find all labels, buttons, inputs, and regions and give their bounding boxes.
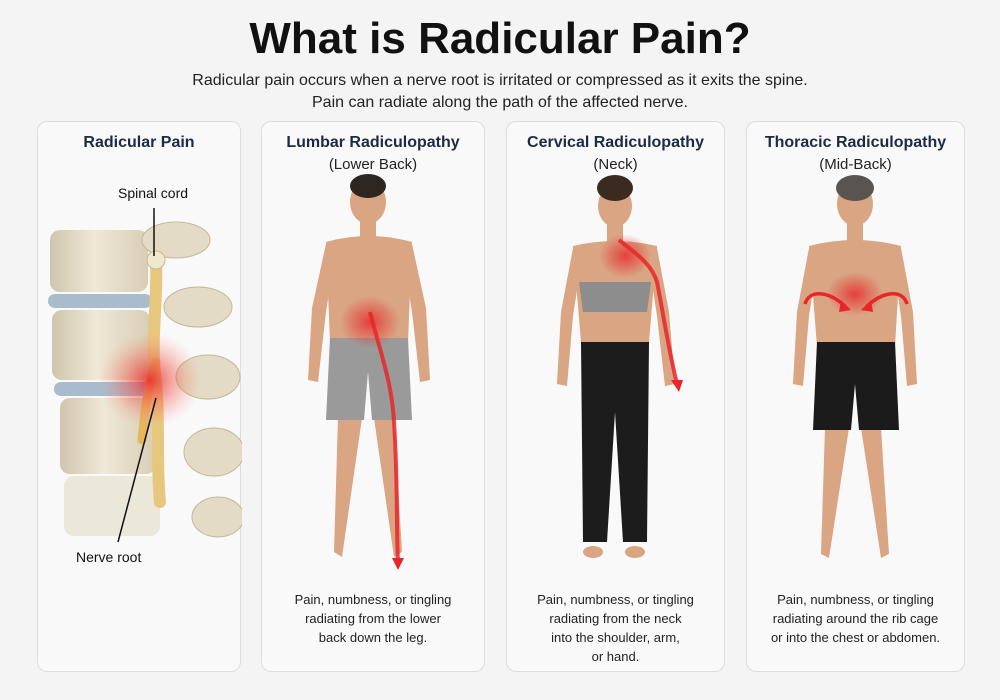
description-line: or hand. bbox=[591, 649, 640, 664]
pain-path bbox=[368, 311, 400, 563]
panel-description: Pain, numbness, or tingling radiating fr… bbox=[507, 590, 724, 666]
panel-title: Radicular Pain bbox=[83, 134, 195, 151]
panel-title: Cervical Radiculopathy bbox=[527, 134, 704, 151]
panel-subtitle: (Neck) bbox=[593, 156, 638, 173]
panel-description: Pain, numbness, or tingling radiating ar… bbox=[747, 590, 964, 647]
spine-illustration bbox=[48, 208, 242, 543]
description-line: Pain, numbness, or tingling bbox=[537, 592, 694, 607]
nerve-root-pointer bbox=[117, 397, 157, 543]
subtitle-line: Pain can radiate along the path of the a… bbox=[312, 94, 688, 111]
lumbar-figure bbox=[308, 174, 430, 570]
nerve-root-label: Nerve root bbox=[76, 549, 142, 565]
description-line: back down the leg. bbox=[318, 630, 428, 645]
description-line: Pain, numbness, or tingling bbox=[294, 592, 452, 607]
description-line: or into the chest or abdomen. bbox=[770, 630, 941, 645]
vertebra-bodies bbox=[48, 230, 160, 536]
pain-glow bbox=[827, 272, 883, 316]
leggings bbox=[581, 342, 649, 542]
description-line: Pain, numbness, or tingling bbox=[777, 592, 934, 607]
cervical-figure bbox=[557, 175, 683, 558]
description-line: radiating around the rib cage bbox=[772, 611, 939, 626]
page-subtitle: Radicular pain occurs when a nerve root … bbox=[0, 70, 1000, 114]
subtitle-line: Radicular pain occurs when a nerve root … bbox=[192, 72, 808, 89]
pain-glow bbox=[98, 332, 202, 428]
sports-bra bbox=[579, 282, 651, 312]
spinal-cord-label: Spinal cord bbox=[118, 185, 189, 201]
panel-title: Lumbar Radiculopathy bbox=[286, 134, 460, 151]
panel-cervical: Cervical Radiculopathy (Neck) Pain, numb… bbox=[506, 121, 725, 672]
pain-path bbox=[617, 238, 679, 385]
panel-thoracic: Thoracic Radiculopathy (Mid-Back) Pain, … bbox=[746, 121, 965, 672]
panel-subtitle: (Lower Back) bbox=[328, 156, 418, 173]
pain-arrow-right bbox=[865, 292, 909, 308]
description-line: radiating from the lower bbox=[305, 611, 441, 626]
description-line: into the shoulder, arm, bbox=[551, 630, 680, 645]
pain-glow bbox=[599, 234, 651, 278]
panel-lumbar: Lumbar Radiculopathy (Lower Back) Pain, … bbox=[261, 121, 485, 672]
pain-glow bbox=[340, 296, 400, 348]
shorts bbox=[813, 342, 899, 430]
thoracic-figure bbox=[793, 175, 917, 558]
panel-radicular-pain: Radicular Pain bbox=[37, 121, 242, 672]
panel-subtitle: (Mid-Back) bbox=[819, 156, 892, 173]
shorts bbox=[326, 338, 412, 420]
pain-arrow-left bbox=[803, 292, 847, 308]
panel-title: Thoracic Radiculopathy bbox=[764, 134, 947, 151]
panel-description: Pain, numbness, or tingling radiating fr… bbox=[262, 590, 484, 647]
page-title: What is Radicular Pain? bbox=[249, 14, 751, 63]
description-line: radiating from the neck bbox=[549, 611, 682, 626]
